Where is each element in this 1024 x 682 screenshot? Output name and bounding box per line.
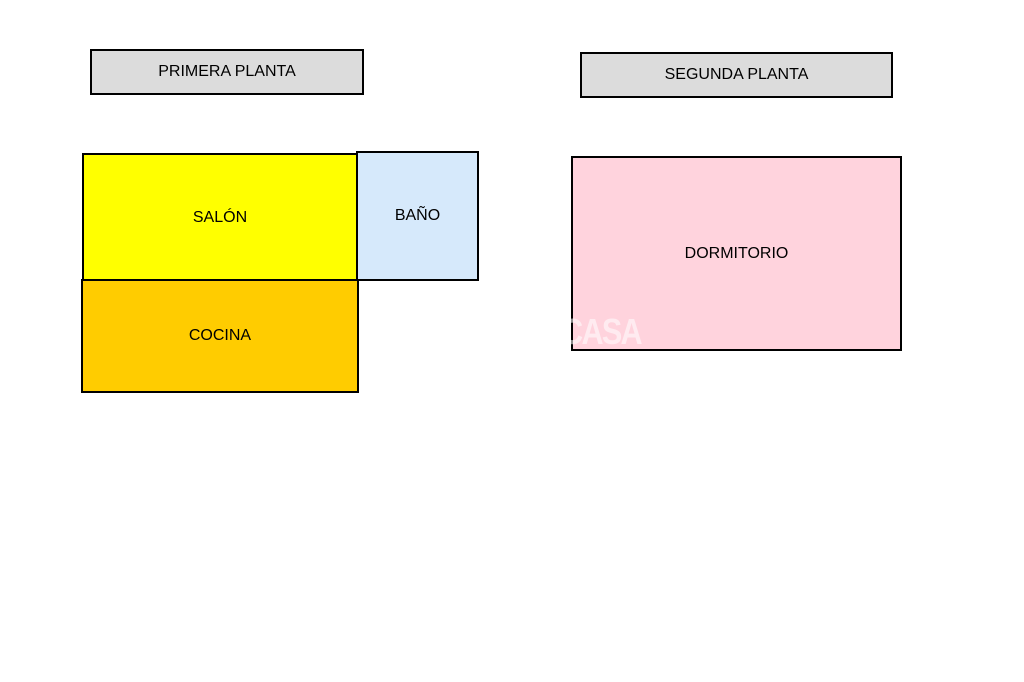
room-bano-label: BAÑO: [394, 207, 441, 224]
second-floor-title: SEGUNDA PLANTA: [580, 52, 893, 98]
room-dormitorio-label: DORMITORIO: [684, 244, 789, 262]
first-floor-title: PRIMERA PLANTA: [90, 49, 364, 95]
room-salon-label: SALÓN: [192, 208, 248, 226]
room-cocina-label: COCINA: [188, 327, 252, 344]
room-cocina: COCINA: [81, 279, 359, 393]
room-salon: SALÓN: [82, 153, 358, 282]
room-bano: BAÑO: [356, 151, 479, 281]
room-dormitorio: DORMITORIO: [571, 156, 902, 351]
